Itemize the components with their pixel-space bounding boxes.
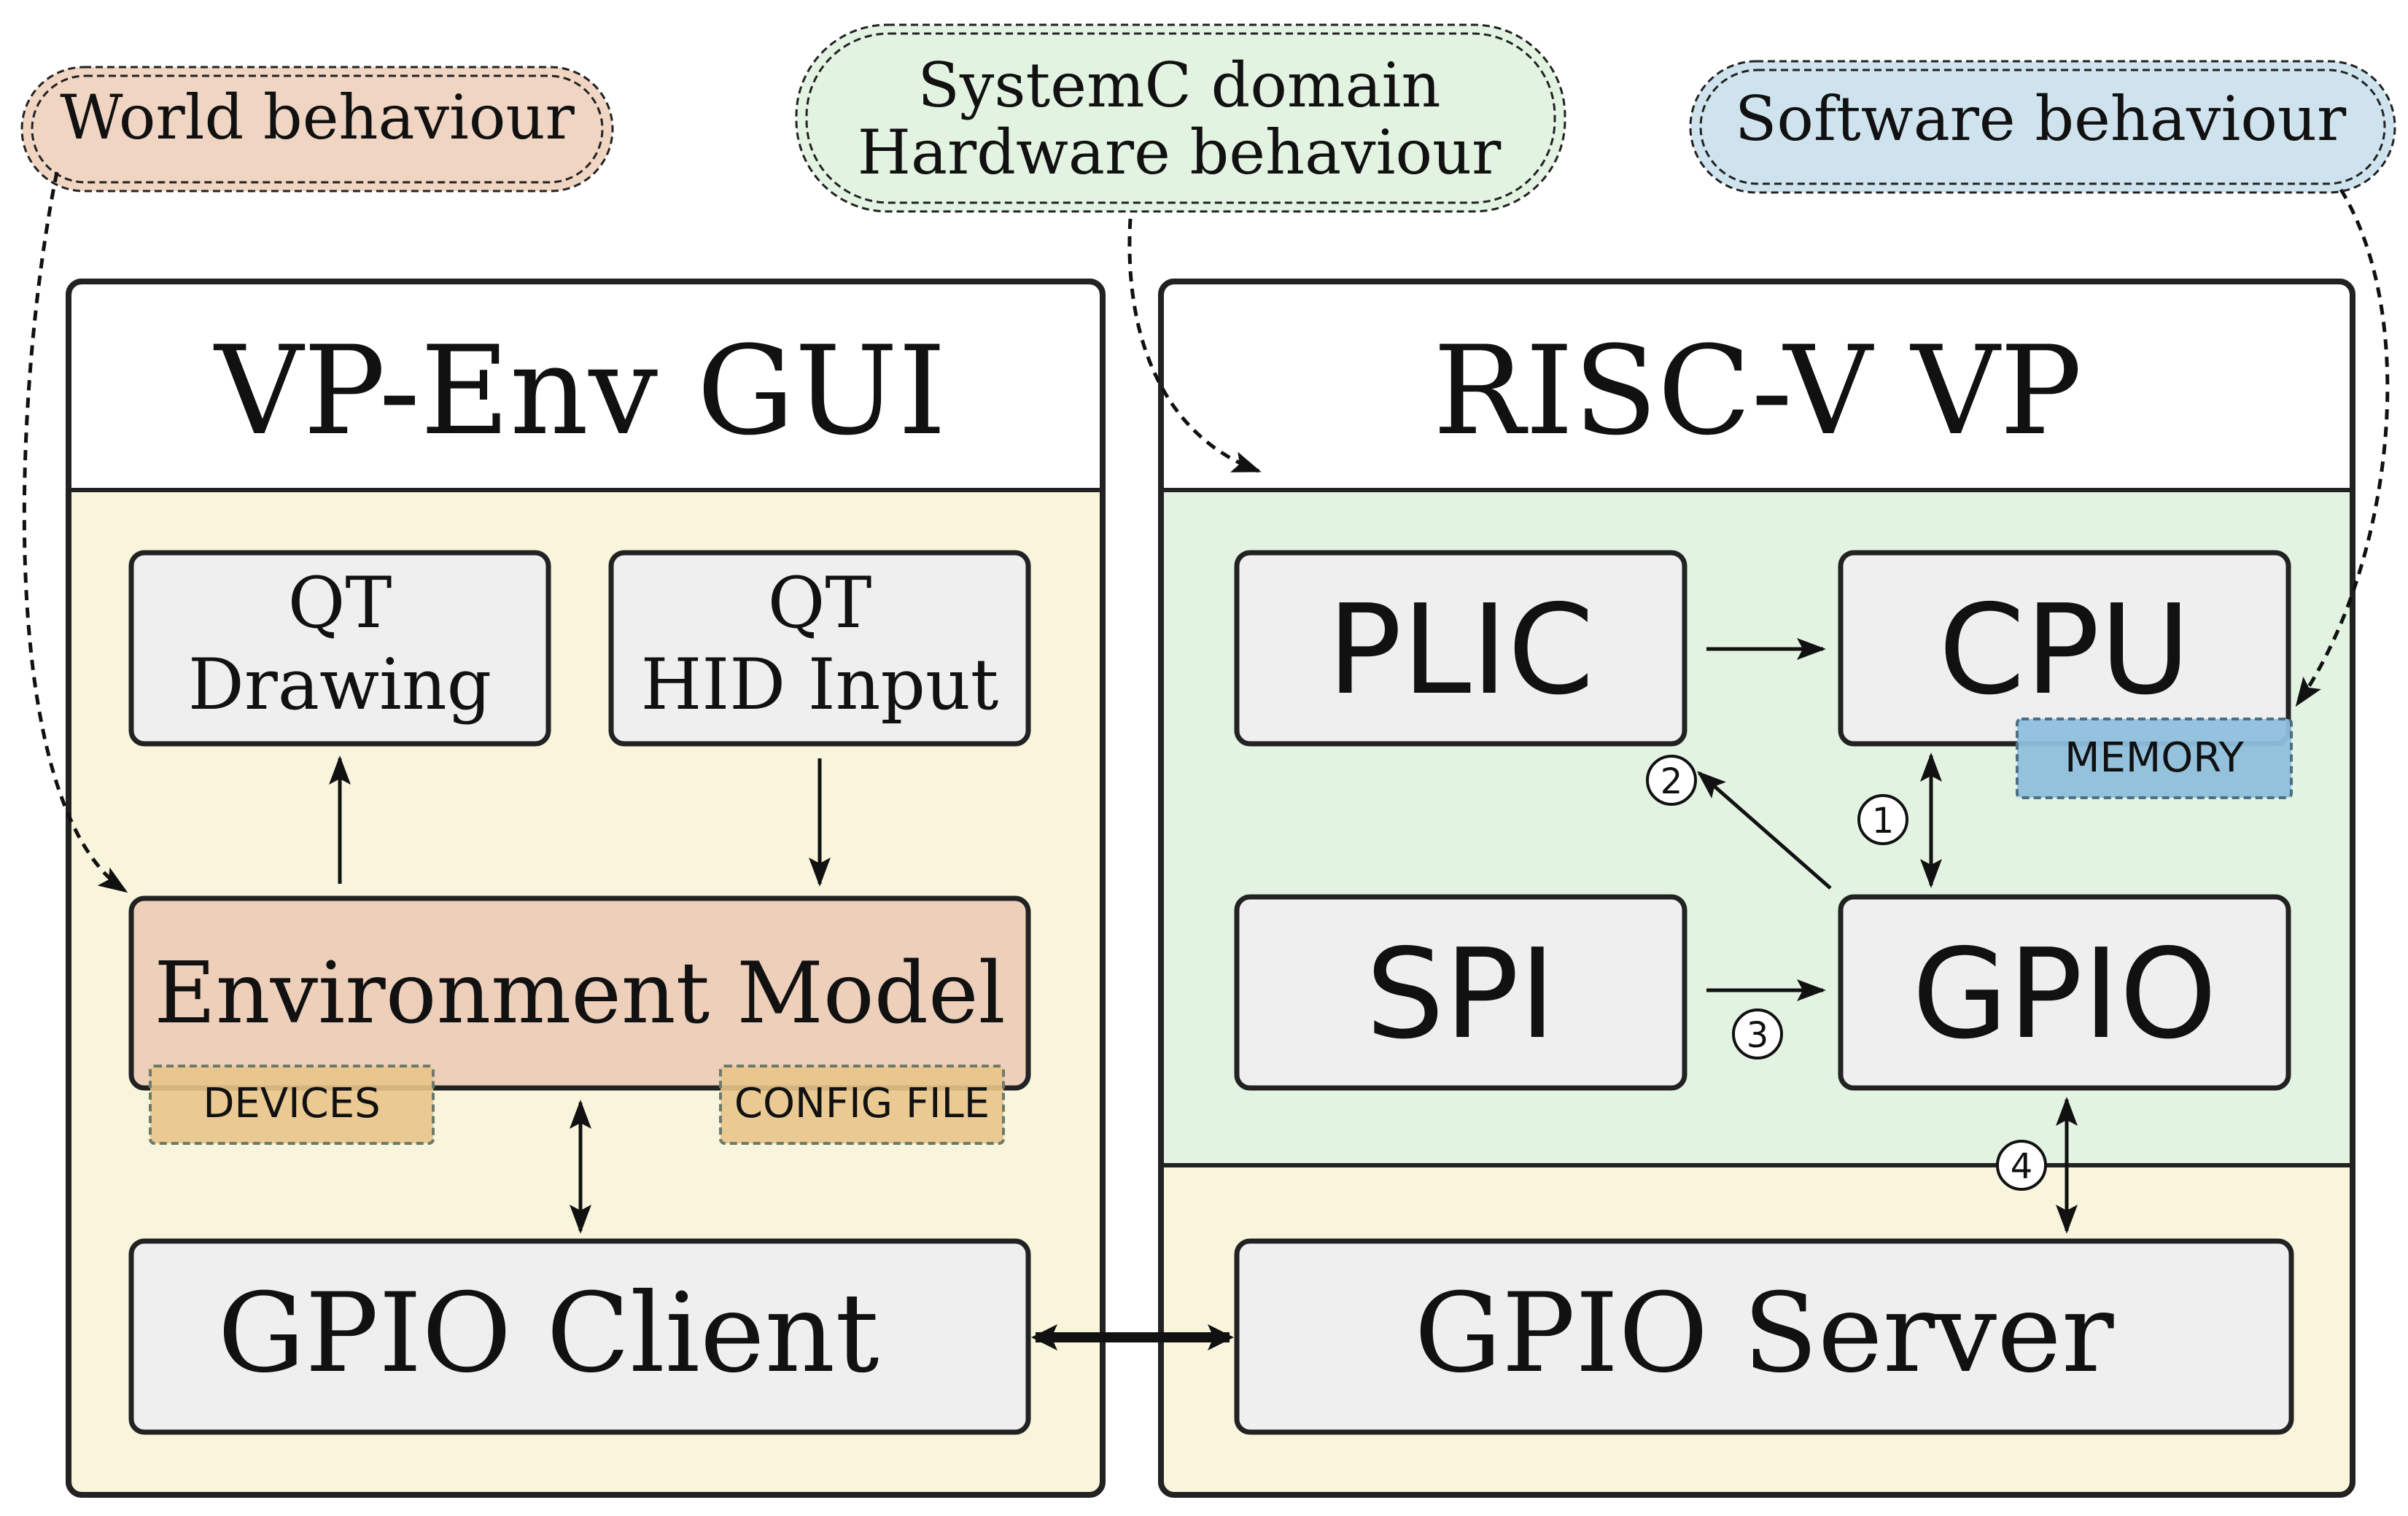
panel-left-title: VP-Env GUI xyxy=(213,319,946,462)
step-marker-2: 2 xyxy=(1646,755,1697,806)
memory-tag: MEMORY xyxy=(2016,718,2293,799)
plic-label: PLIC xyxy=(1327,578,1594,723)
panel-risc-v-vp: RISC-V VP PLIC CPU MEMORY SPI GPIO GPIO … xyxy=(1158,279,2355,1498)
gpio-server-box: GPIO Server xyxy=(1234,1238,2294,1435)
legend-systemc-line2: Hardware behaviour xyxy=(858,117,1502,188)
gpio-server-label: GPIO Server xyxy=(1414,1270,2113,1397)
step-marker-1-label: 1 xyxy=(1872,801,1895,841)
qt-drawing-line1: QT xyxy=(288,562,392,644)
legend-world-label: World behaviour xyxy=(60,82,575,153)
spi-box: SPI xyxy=(1234,894,1687,1091)
step-marker-3-label: 3 xyxy=(1747,1015,1769,1056)
cpu-box: CPU xyxy=(1838,550,2291,747)
arrow-gpio-to-plic xyxy=(1696,771,1832,890)
panel-vp-env-gui: VP-Env GUI QT Drawing QT HID Input Envir… xyxy=(66,279,1106,1498)
environment-model-label: Environment Model xyxy=(154,944,1005,1043)
qt-hid-line1: QT xyxy=(768,562,872,644)
gpio-client-label: GPIO Client xyxy=(217,1270,879,1397)
gpio-client-box: GPIO Client xyxy=(128,1238,1031,1435)
legend-systemc-line1: SystemC domain xyxy=(917,50,1440,121)
dashed-arrow-systemc-to-vp xyxy=(1127,218,1262,473)
legend-software-label: Software behaviour xyxy=(1735,83,2347,155)
plic-box: PLIC xyxy=(1234,550,1687,747)
qt-hid-line2: HID Input xyxy=(641,644,999,726)
step-marker-4-label: 4 xyxy=(2011,1146,2033,1187)
step-marker-2-label: 2 xyxy=(1661,761,1683,802)
environment-model-box: Environment Model xyxy=(128,895,1031,1091)
memory-tag-label: MEMORY xyxy=(2065,734,2244,782)
dashed-arrow-world-to-env-model xyxy=(22,171,128,893)
gpio-box: GPIO xyxy=(1838,894,2291,1091)
step-marker-3: 3 xyxy=(1732,1008,1783,1060)
config-file-tag-label: CONFIG FILE xyxy=(734,1080,990,1127)
panel-right-title: RISC-V VP xyxy=(1433,319,2082,462)
devices-tag: DEVICES xyxy=(149,1065,435,1145)
cpu-label: CPU xyxy=(1938,578,2191,723)
step-marker-4: 4 xyxy=(1996,1140,2047,1191)
config-file-tag: CONFIG FILE xyxy=(719,1065,1005,1145)
devices-tag-label: DEVICES xyxy=(203,1080,380,1127)
qt-drawing-line2: Drawing xyxy=(188,644,492,726)
qt-drawing-box: QT Drawing xyxy=(128,550,551,747)
gpio-label: GPIO xyxy=(1912,922,2217,1067)
legend-software-behaviour: Software behaviour xyxy=(1689,60,2396,194)
legend-systemc-domain: SystemC domain Hardware behaviour xyxy=(795,23,1566,213)
legend-world-behaviour: World behaviour xyxy=(20,66,614,193)
step-marker-1: 1 xyxy=(1857,794,1908,845)
qt-hid-input-box: QT HID Input xyxy=(608,550,1031,747)
spi-label: SPI xyxy=(1366,922,1556,1067)
dashed-arrow-software-to-cpu xyxy=(2295,188,2390,707)
